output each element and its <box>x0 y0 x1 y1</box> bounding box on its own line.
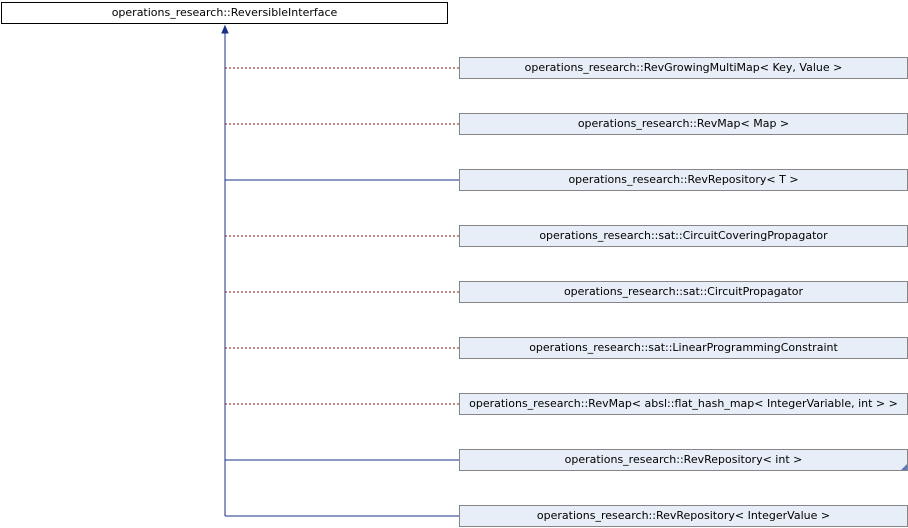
derived-class-label: operations_research::RevMap< Map > <box>577 117 790 130</box>
derived-class-label: operations_research::RevMap< absl::flat_… <box>469 397 898 410</box>
base-class-node[interactable]: operations_research::ReversibleInterface <box>1 2 448 24</box>
derived-class-node[interactable]: operations_research::RevMap< absl::flat_… <box>459 393 908 415</box>
derived-class-node[interactable]: operations_research::sat::CircuitPropaga… <box>459 281 908 303</box>
base-class-label: operations_research::ReversibleInterface <box>111 6 338 19</box>
derived-class-node[interactable]: operations_research::RevMap< Map > <box>459 113 908 135</box>
derived-class-node[interactable]: operations_research::RevRepository< Inte… <box>459 505 908 527</box>
derived-class-label: operations_research::RevRepository< T > <box>568 173 799 186</box>
derived-class-node[interactable]: operations_research::RevRepository< int … <box>459 449 908 471</box>
derived-class-label: operations_research::sat::CircuitPropaga… <box>563 285 804 298</box>
derived-class-label: operations_research::sat::CircuitCoverin… <box>539 229 828 242</box>
derived-class-node[interactable]: operations_research::sat::CircuitCoverin… <box>459 225 908 247</box>
derived-class-label: operations_research::sat::LinearProgramm… <box>529 341 838 354</box>
derived-class-node[interactable]: operations_research::RevGrowingMultiMap<… <box>459 57 908 79</box>
derived-class-label: operations_research::RevRepository< int … <box>564 453 803 466</box>
inheritance-arrowhead-icon <box>221 24 229 34</box>
derived-class-node[interactable]: operations_research::sat::LinearProgramm… <box>459 337 908 359</box>
derived-class-label: operations_research::RevRepository< Inte… <box>536 509 831 522</box>
derived-class-node[interactable]: operations_research::RevRepository< T > <box>459 169 908 191</box>
truncated-corner-icon <box>901 464 907 470</box>
derived-class-label: operations_research::RevGrowingMultiMap<… <box>524 61 843 74</box>
